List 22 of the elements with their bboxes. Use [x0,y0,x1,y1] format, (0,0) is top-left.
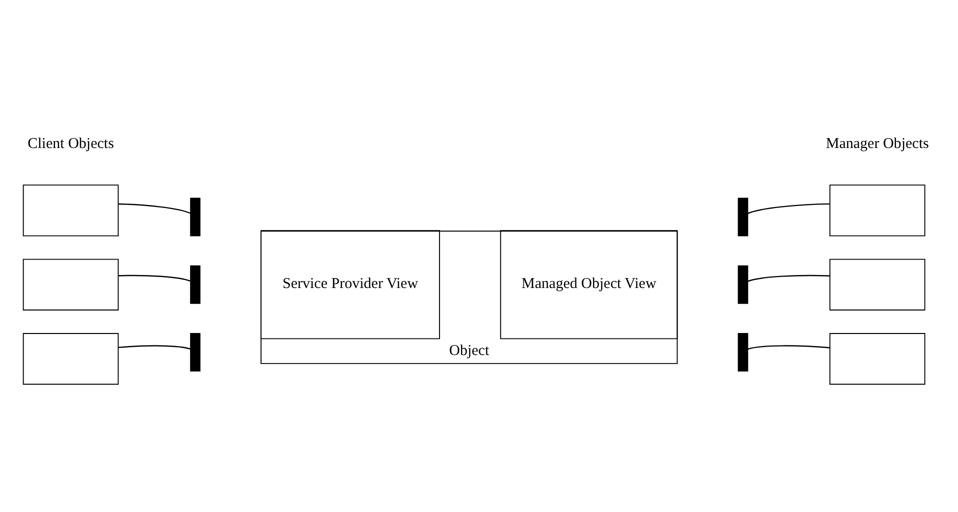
connector [118,274,190,282]
connector [748,203,830,214]
node-bar [190,265,200,304]
node-bar [738,333,748,372]
node-box [22,184,119,236]
node-bar [738,265,748,304]
connector [748,274,830,282]
node-box [22,258,119,310]
node-box [829,258,926,310]
node-bar [190,333,200,372]
connector [118,345,190,350]
node-box [22,333,119,385]
connector [748,345,830,350]
node-bar [190,198,200,236]
node-bar [738,198,748,236]
node-box: Managed Object View [500,230,678,340]
connector [118,203,190,214]
node-box [829,184,926,236]
node-box [829,333,926,385]
label: Manager Objects [826,136,929,152]
node-box: Service Provider View [260,230,440,340]
label: Client Objects [28,136,114,152]
